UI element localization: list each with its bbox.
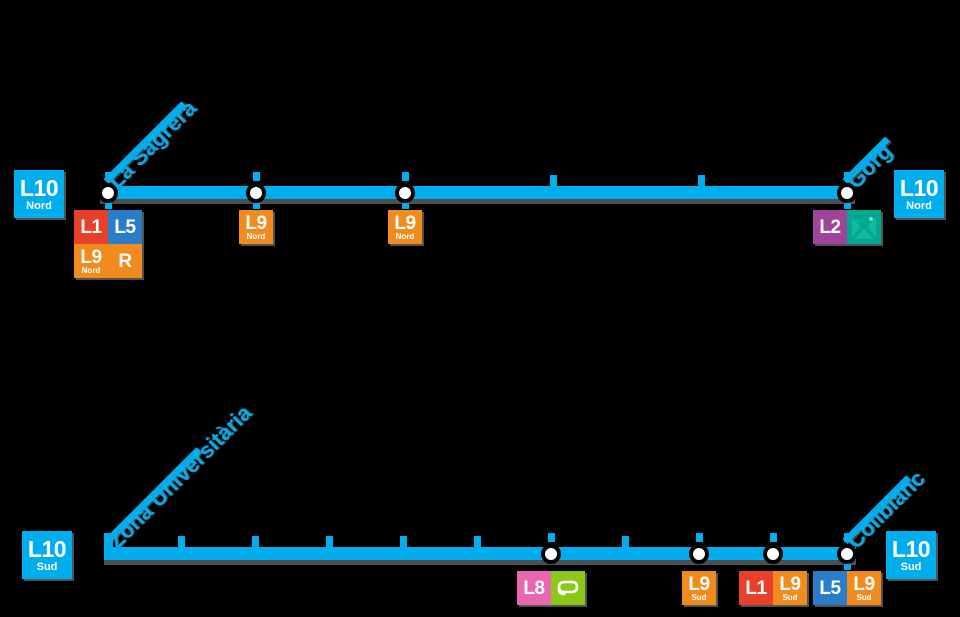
connection-badge-l9-sud[interactable]: L9 Sud xyxy=(682,571,716,605)
connection-badge-l9-sud[interactable]: L9 Sud xyxy=(773,571,807,605)
station-stub xyxy=(105,172,112,181)
terminus-left-l10-nord-main: L10 xyxy=(19,174,59,201)
connections-station-l9-sud: L9 Sud xyxy=(682,571,716,605)
station-dot-la-sagrera[interactable] xyxy=(98,183,118,203)
connections-station-3: L9 Nord xyxy=(388,210,422,244)
terminus-left-l10-sud-sub: Sud xyxy=(36,560,58,573)
badge-sublabel: Sud xyxy=(856,592,872,602)
station-stub xyxy=(402,200,409,209)
terminus-right-l10-sud-sub: Sud xyxy=(900,560,922,573)
station-tick xyxy=(622,536,629,549)
terminus-right-l10-nord[interactable]: L10 Nord xyxy=(894,170,944,218)
station-stub xyxy=(844,561,851,570)
station-stub xyxy=(253,172,260,181)
station-stub xyxy=(402,172,409,181)
badge-sublabel: Sud xyxy=(691,592,707,602)
connections-la-sagrera: L1 L5 L9 Nord R xyxy=(74,210,142,278)
station-tick xyxy=(178,536,185,549)
connection-badge-l9-nord[interactable]: L9 Nord xyxy=(239,210,273,244)
terminus-right-l10-nord-sub: Nord xyxy=(906,199,932,212)
station-tick xyxy=(550,175,557,188)
station-tick xyxy=(326,536,333,549)
route-track-l10-nord xyxy=(100,186,855,199)
terminus-left-l10-nord[interactable]: L10 Nord xyxy=(14,170,64,218)
station-stub xyxy=(844,200,851,209)
station-stub xyxy=(696,533,703,542)
badge-label: R xyxy=(118,250,132,272)
badge-label: L2 xyxy=(819,216,841,238)
connection-badge-l5[interactable]: L5 xyxy=(813,571,847,605)
station-dot-gorg[interactable] xyxy=(837,183,857,203)
connection-badge-l5[interactable]: L5 xyxy=(108,210,142,244)
badge-label: L9 xyxy=(779,573,801,595)
badge-label: L5 xyxy=(114,216,136,238)
fgc-logo-icon[interactable] xyxy=(551,571,585,605)
station-dot-interchange[interactable] xyxy=(395,183,415,203)
station-dot-interchange[interactable] xyxy=(541,544,561,564)
station-stub xyxy=(844,172,851,181)
terminus-left-l10-nord-sub: Nord xyxy=(26,199,52,212)
connections-station-l1-l9: L1 L9 Sud xyxy=(739,571,807,605)
badge-label: L8 xyxy=(523,577,545,599)
connection-badge-l9-nord[interactable]: L9 Nord xyxy=(388,210,422,244)
terminus-right-l10-nord-main: L10 xyxy=(899,174,939,201)
terminus-right-l10-sud-main: L10 xyxy=(891,535,931,562)
station-label-zona-universitaria: Zona Universitària xyxy=(102,400,257,554)
station-tick xyxy=(400,536,407,549)
station-dot-interchange[interactable] xyxy=(246,183,266,203)
station-stub xyxy=(105,200,112,209)
badge-label: L9 xyxy=(394,212,416,234)
terminus-right-l10-sud[interactable]: L10 Sud xyxy=(886,531,936,579)
route-track-l10-sud xyxy=(104,547,856,560)
connection-badge-l2[interactable]: L2 xyxy=(813,210,847,244)
badge-label: L9 xyxy=(245,212,267,234)
station-dot-interchange[interactable] xyxy=(763,544,783,564)
connection-badge-l8[interactable]: L8 xyxy=(517,571,551,605)
badge-label: L5 xyxy=(819,577,841,599)
connection-badge-l9-sud[interactable]: L9 Sud xyxy=(847,571,881,605)
badge-sublabel: Nord xyxy=(395,231,415,241)
connections-gorg: L2 xyxy=(813,210,881,244)
station-dot-interchange[interactable] xyxy=(689,544,709,564)
badge-sublabel: Sud xyxy=(782,592,798,602)
connection-badge-l9-nord[interactable]: L9 Nord xyxy=(74,244,108,278)
station-dot-collblanc[interactable] xyxy=(837,544,857,564)
badge-sublabel: Nord xyxy=(81,265,101,275)
connections-station-2: L9 Nord xyxy=(239,210,273,244)
connections-collblanc: L5 L9 Sud xyxy=(813,571,881,605)
station-tick xyxy=(252,536,259,549)
badge-label: L1 xyxy=(745,577,767,599)
badge-label: L1 xyxy=(80,216,102,238)
connection-badge-l1[interactable]: L1 xyxy=(739,571,773,605)
connection-badge-l1[interactable]: L1 xyxy=(74,210,108,244)
badge-label: L9 xyxy=(688,573,710,595)
station-tick xyxy=(474,536,481,549)
station-stub xyxy=(844,533,851,542)
terminus-left-l10-sud[interactable]: L10 Sud xyxy=(22,531,72,579)
station-stub xyxy=(253,200,260,209)
terminus-left-l10-sud-main: L10 xyxy=(27,535,67,562)
station-tick xyxy=(698,175,705,188)
badge-sublabel: Nord xyxy=(246,231,266,241)
station-stub xyxy=(770,533,777,542)
badge-label: L9 xyxy=(853,573,875,595)
tram-logo-icon[interactable] xyxy=(847,210,881,244)
station-label-la-sagrera: La Sagrera xyxy=(102,95,201,194)
connections-station-l8: L8 xyxy=(517,571,585,605)
badge-label: L9 xyxy=(80,246,102,268)
connection-badge-rodalies[interactable]: R xyxy=(108,244,142,278)
station-stub xyxy=(548,533,555,542)
